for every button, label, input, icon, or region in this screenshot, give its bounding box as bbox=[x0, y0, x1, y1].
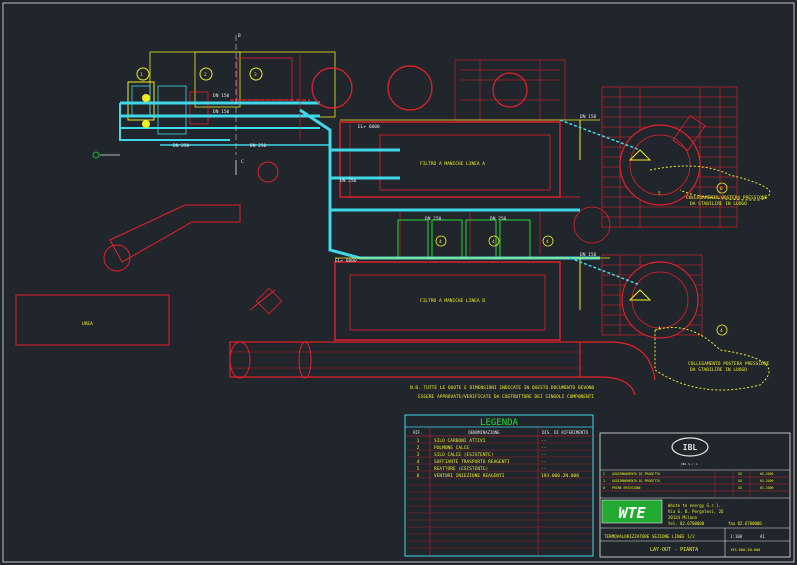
legend-ref: -- bbox=[541, 460, 546, 465]
rev-desc: PRIMA EMISSIONE bbox=[612, 486, 641, 490]
legend-ref: 193.000.2N.000 bbox=[541, 473, 579, 479]
line-label: DN 250 bbox=[173, 143, 190, 149]
title-block: IBL IBL S.r.l. 2 AGGIORNAMENTO DI PROGET… bbox=[599, 432, 791, 558]
rev-number: 2 bbox=[603, 472, 605, 476]
rev-number: 0 bbox=[603, 486, 605, 490]
client-tel: tel. 02.6700000 bbox=[668, 521, 705, 526]
rev-desc: AGGIORNAMENTO DI PROGETTO bbox=[612, 472, 660, 476]
legend-rif: 3 bbox=[417, 452, 420, 458]
left-ducting bbox=[15, 161, 283, 346]
bubble-2: 2 bbox=[204, 72, 207, 78]
rev-date: 03.2009 bbox=[760, 479, 774, 483]
legend-name: VENTURI INIEZIONE REAGENTI bbox=[434, 473, 505, 479]
bubble-4b: 4 bbox=[492, 239, 495, 245]
legend-table: LEGENDA RIF. DENOMINAZIONE DIS. DI RIFER… bbox=[404, 414, 594, 557]
rev-date: 05.2009 bbox=[760, 472, 774, 476]
blower-rack bbox=[328, 190, 600, 260]
bubble-5b: 4 bbox=[658, 326, 661, 332]
rev-by: GG bbox=[738, 472, 742, 476]
callout-b-1: COLLEGAMENTO POSTERA PRESSIONE bbox=[688, 361, 770, 367]
client-line-1: Waste to energy S.r.l. bbox=[668, 503, 721, 508]
bubble-5: 5 bbox=[658, 191, 661, 197]
callout-a-2: DA STABILIRE IN LUOGO bbox=[690, 201, 747, 207]
callout-a-1: COLLEGAMENTO POSTERA PRESSIONE bbox=[686, 195, 768, 201]
legend-name: SILO CARBONI ATTIVI bbox=[434, 438, 486, 444]
legend-title: LEGENDA bbox=[480, 418, 519, 428]
urea-box bbox=[15, 294, 170, 346]
legend-rif: 6 bbox=[417, 473, 420, 479]
legend-name: SILO CALCE (ESISTENTE) bbox=[434, 452, 494, 458]
legend-rif: 1 bbox=[417, 438, 420, 444]
filter-line-b bbox=[334, 257, 610, 341]
bubble-4: 4 bbox=[439, 239, 442, 245]
elevation-label: EL+ 6000 bbox=[358, 124, 380, 130]
line-label: DN 250 bbox=[340, 178, 357, 184]
legend-name: SOFFIANTE TRASPORTO REAGENTI bbox=[434, 459, 510, 465]
line-label: DN 250 bbox=[490, 216, 507, 222]
legend-header-ref: DIS. DI RIFERIMENTO bbox=[542, 430, 588, 435]
drawing-title: LAY-OUT - PIANTA bbox=[650, 547, 698, 553]
line-label: DN 150 bbox=[580, 114, 597, 120]
line-label: DN 250 bbox=[425, 216, 442, 222]
section-mark-b: B bbox=[238, 33, 241, 39]
rev-number: 1 bbox=[603, 479, 605, 483]
drawing-number: 193.000.2N.000 bbox=[730, 548, 760, 552]
company-small: IBL S.r.l. bbox=[681, 462, 699, 466]
client-line-3: 20124 Milano bbox=[668, 515, 697, 520]
tank-area bbox=[236, 55, 566, 140]
legend-ref: -- bbox=[541, 439, 546, 444]
urea-label: UREA bbox=[82, 321, 93, 327]
legend-rif: 2 bbox=[417, 445, 420, 451]
note-line-2: ESSERE APPROVATE/VERIFICATE DA COSTRUTTO… bbox=[418, 394, 594, 400]
wte-text: WTE bbox=[618, 504, 646, 522]
legend-name: POLMONE CALCE bbox=[434, 445, 470, 451]
line-label: DN 150 bbox=[213, 109, 230, 115]
wte-logo bbox=[601, 499, 663, 524]
legend-name: REATTORE (ESISTENTE) bbox=[434, 466, 488, 472]
callout-b-2: DA STABILIRE IN LUOGO bbox=[690, 367, 747, 373]
format: A1 bbox=[760, 534, 765, 539]
legend-ref: -- bbox=[541, 446, 546, 451]
line-label: DN 250 bbox=[250, 143, 267, 149]
line-label: DN 150 bbox=[213, 93, 230, 99]
legend-ref: -- bbox=[541, 453, 546, 458]
section-mark-c: C bbox=[241, 159, 244, 165]
reagent-feed-area bbox=[92, 35, 336, 175]
lower-duct bbox=[229, 341, 656, 396]
rev-date: 01.2009 bbox=[760, 486, 774, 490]
filter-a-label: FILTRO A MANICHE LINEA A bbox=[420, 161, 485, 167]
diagram-labels: FILTRO A MANICHE LINEA A FILTRO A MANICH… bbox=[82, 33, 770, 400]
legend-rif: 5 bbox=[417, 466, 420, 472]
right-reactors bbox=[559, 86, 771, 391]
line-label: DN 150 bbox=[580, 252, 597, 258]
scale: 1:100 bbox=[730, 534, 743, 539]
rev-by: GG bbox=[738, 486, 742, 490]
legend-rif: 4 bbox=[417, 459, 420, 465]
note-line-1: N.B. TUTTE LE QUOTE E DIMENSIONI INDICAT… bbox=[410, 385, 595, 391]
bubble-6b: 4 bbox=[720, 328, 723, 334]
ibl-logo bbox=[671, 437, 709, 457]
bubble-4c: 4 bbox=[546, 239, 549, 245]
filter-line-a bbox=[299, 108, 600, 198]
logo-text: IBL bbox=[683, 443, 698, 452]
bubble-3: 3 bbox=[254, 72, 257, 78]
rev-desc: AGGIORNAMENTO DI PROGETTO bbox=[612, 479, 660, 483]
rev-by: GG bbox=[738, 479, 742, 483]
legend-header-rif: RIF. bbox=[413, 430, 423, 435]
legend-header-name: DENOMINAZIONE bbox=[468, 430, 500, 435]
elevation-label: EL+ 6000 bbox=[335, 258, 357, 264]
client-fax: fax 02.6700000 bbox=[728, 521, 762, 526]
plant-name: TERMOVALORIZZATORE SEZIONE LINEE 1/2 bbox=[604, 534, 695, 539]
bubble-6: 6 bbox=[720, 186, 723, 192]
legend-ref: -- bbox=[541, 467, 546, 472]
client-line-2: Via G. B. Pergolesi, 26 bbox=[668, 509, 724, 514]
filter-b-label: FILTRO A MANICHE LINEA B bbox=[420, 298, 485, 304]
bubble-1: 1 bbox=[140, 72, 143, 78]
